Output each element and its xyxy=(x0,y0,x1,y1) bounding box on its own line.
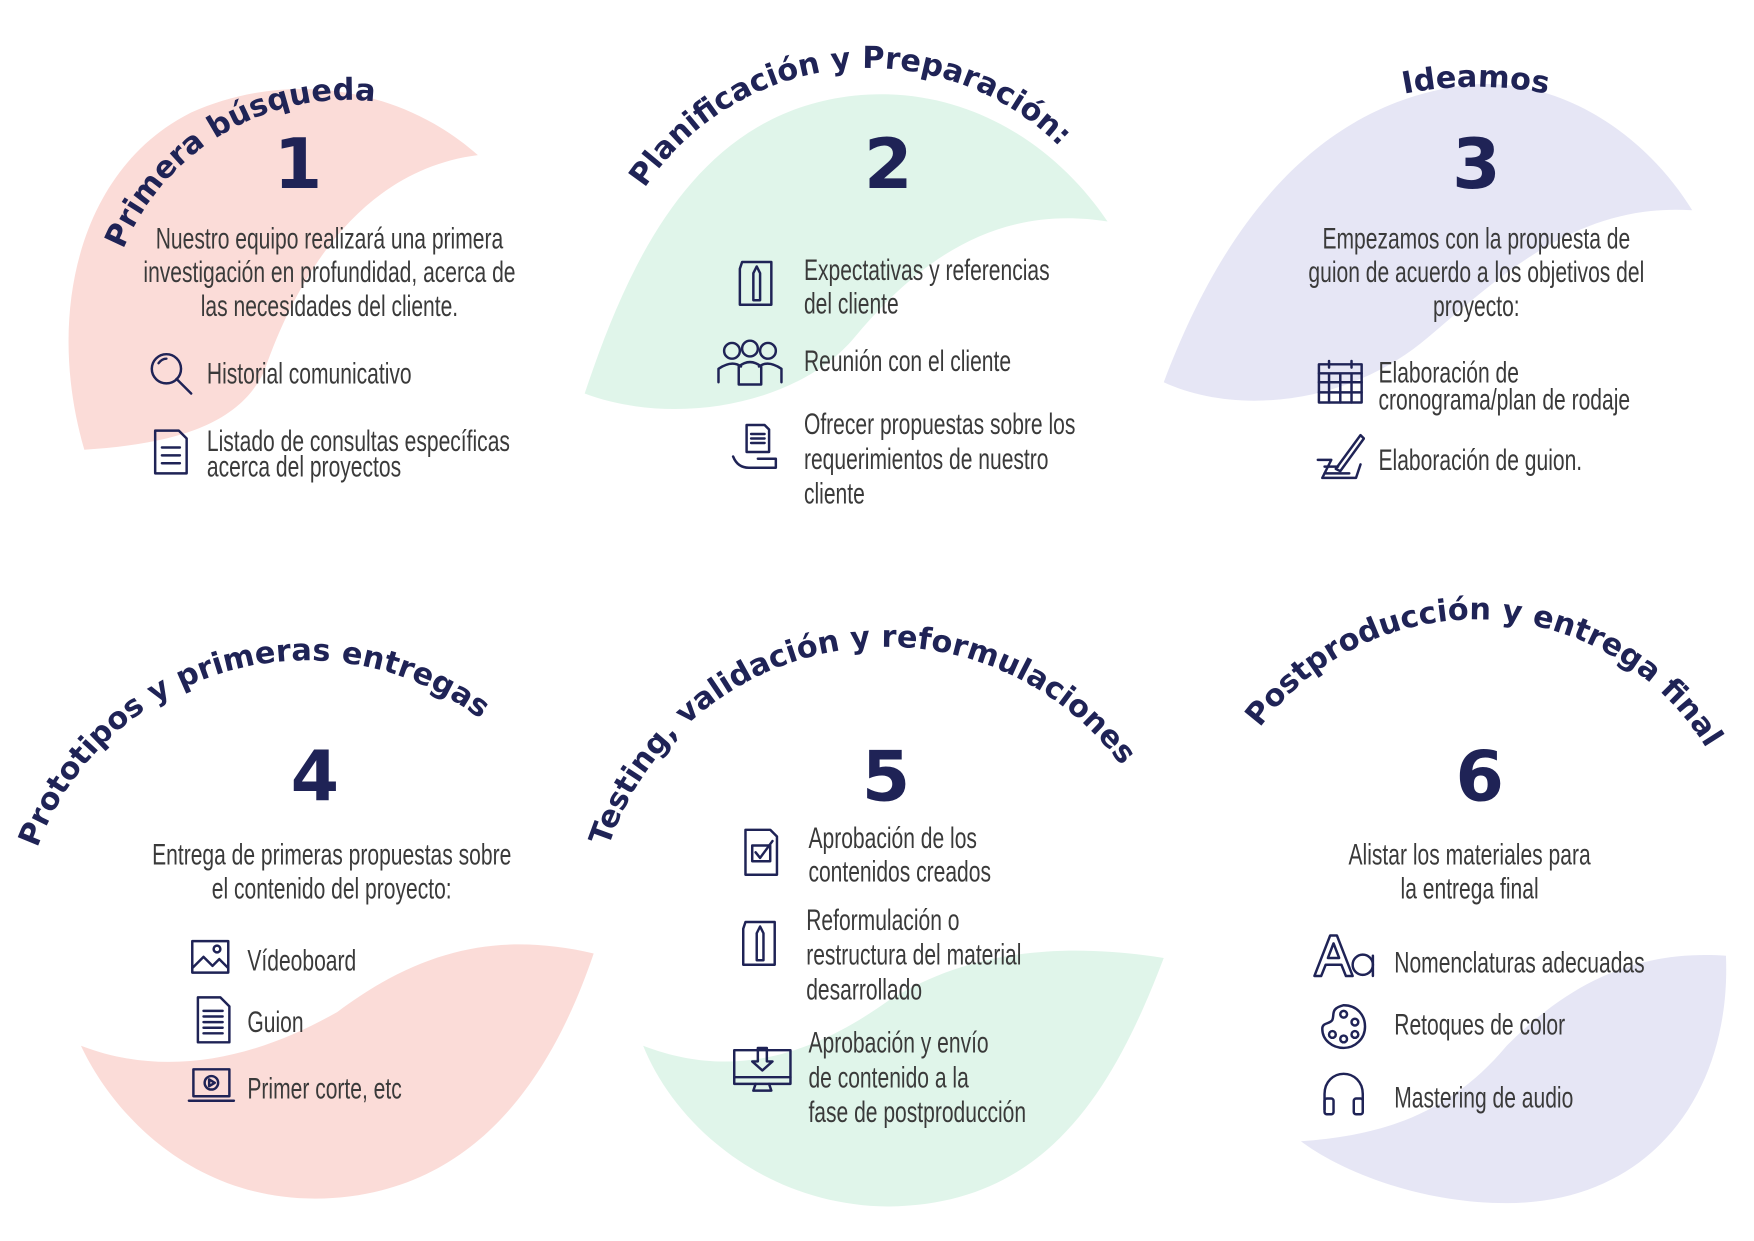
step-2-item-text: cliente xyxy=(803,476,865,511)
script-pages-icon xyxy=(189,995,238,1044)
step-5-item-text: fase de postproducción xyxy=(808,1095,1027,1129)
step-2-item-text: Reunión con el cliente xyxy=(803,344,1012,378)
step-6-description: Alistar los materiales para xyxy=(1348,837,1591,872)
step-4-description: Entrega de primeras propuestas sobre xyxy=(152,837,512,872)
calendar-icon xyxy=(1316,358,1365,407)
step-1-description: investigación en profundidad, acerca de xyxy=(143,255,516,289)
hand-document-icon xyxy=(731,423,780,472)
step-5-number: 5 xyxy=(862,737,910,818)
leaf-shape-3 xyxy=(1163,84,1693,401)
step-5-item-text: Aprobación y envío xyxy=(808,1025,989,1060)
step-6-number: 6 xyxy=(1455,737,1504,818)
step-6-item-text: Mastering de audio xyxy=(1394,1080,1574,1115)
image-icon xyxy=(186,932,235,981)
document-icon xyxy=(146,427,195,476)
step-5-item-text: restructura del material xyxy=(806,937,1022,972)
step-2-item-text: del cliente xyxy=(803,286,899,321)
step-1-description: las necesidades del cliente. xyxy=(200,288,459,323)
leaf-shape-6 xyxy=(1300,955,1727,1204)
headphones-icon xyxy=(1319,1069,1368,1118)
step-3-item-text: cronograma/plan de rodaje xyxy=(1378,382,1631,417)
leaf-shape-5 xyxy=(643,950,1164,1207)
step-1-description: Nuestro equipo realizará una primera xyxy=(155,221,504,256)
step-3-description: Empezamos con la propuesta de xyxy=(1322,221,1631,256)
step-5-item-text: desarrollado xyxy=(806,972,923,1007)
step-5-item-text: Reformulación o xyxy=(806,902,960,937)
step-1-item-text: Listado de consultas específicas xyxy=(206,423,510,458)
step-1-number: 1 xyxy=(274,124,323,205)
step-3-number: 3 xyxy=(1452,124,1501,205)
step-2-number: 2 xyxy=(864,124,913,205)
step-2-item-text: Expectativas y referencias xyxy=(803,252,1050,287)
document-pencil-icon xyxy=(734,920,783,969)
palette-icon xyxy=(1319,1002,1368,1051)
step-6-item-text: Nomenclaturas adecuadas xyxy=(1394,945,1645,980)
monitor-download-icon xyxy=(731,1043,794,1092)
typography-icon xyxy=(1312,931,1379,980)
document-pencil-icon xyxy=(731,260,780,309)
step-6-item-text: Retoques de color xyxy=(1394,1007,1566,1042)
step-4-item-text: Vídeoboard xyxy=(247,943,357,978)
step-4-number: 4 xyxy=(291,737,340,818)
leaf-shape-1 xyxy=(68,88,478,450)
step-1-item-text: acerca del proyectos xyxy=(206,449,402,484)
step-6-description: la entrega final xyxy=(1400,871,1539,906)
step-5-item-text: de contenido a la xyxy=(808,1060,969,1095)
leaf-shape-4 xyxy=(80,944,594,1199)
step-4-title: Prototipos y primeras entregas xyxy=(12,633,496,851)
laptop-play-icon xyxy=(187,1060,236,1109)
magnifier-icon xyxy=(146,349,195,398)
team-meeting-icon xyxy=(716,337,783,386)
leaf-shape-2 xyxy=(584,94,1108,410)
step-2-item-text: Ofrecer propuestas sobre los xyxy=(803,407,1076,441)
step-2-item-text: requerimientos de nuestro xyxy=(803,441,1049,476)
step-3-item-text: Elaboración de xyxy=(1378,355,1519,390)
writing-pen-icon xyxy=(1316,431,1366,480)
step-4-item-text: Guion xyxy=(247,1005,304,1039)
step-5-item-text: contenidos creados xyxy=(808,854,991,889)
step-6-title: Postproducción y entrega final xyxy=(1239,592,1729,752)
step-3-item-text: Elaboración de guion. xyxy=(1378,443,1583,477)
step-3-description: guion de acuerdo a los objetivos del xyxy=(1308,255,1645,289)
step-4-item-text: Primer corte, etc xyxy=(247,1071,402,1106)
step-3-description: proyecto: xyxy=(1433,288,1520,323)
step-4-description: el contenido del proyecto: xyxy=(211,871,452,906)
step-1-item-text: Historial comunicativo xyxy=(206,356,412,391)
checklist-icon xyxy=(736,828,785,877)
step-3-title: Ideamos xyxy=(1399,60,1552,102)
step-5-item-text: Aprobación de los xyxy=(808,820,977,855)
